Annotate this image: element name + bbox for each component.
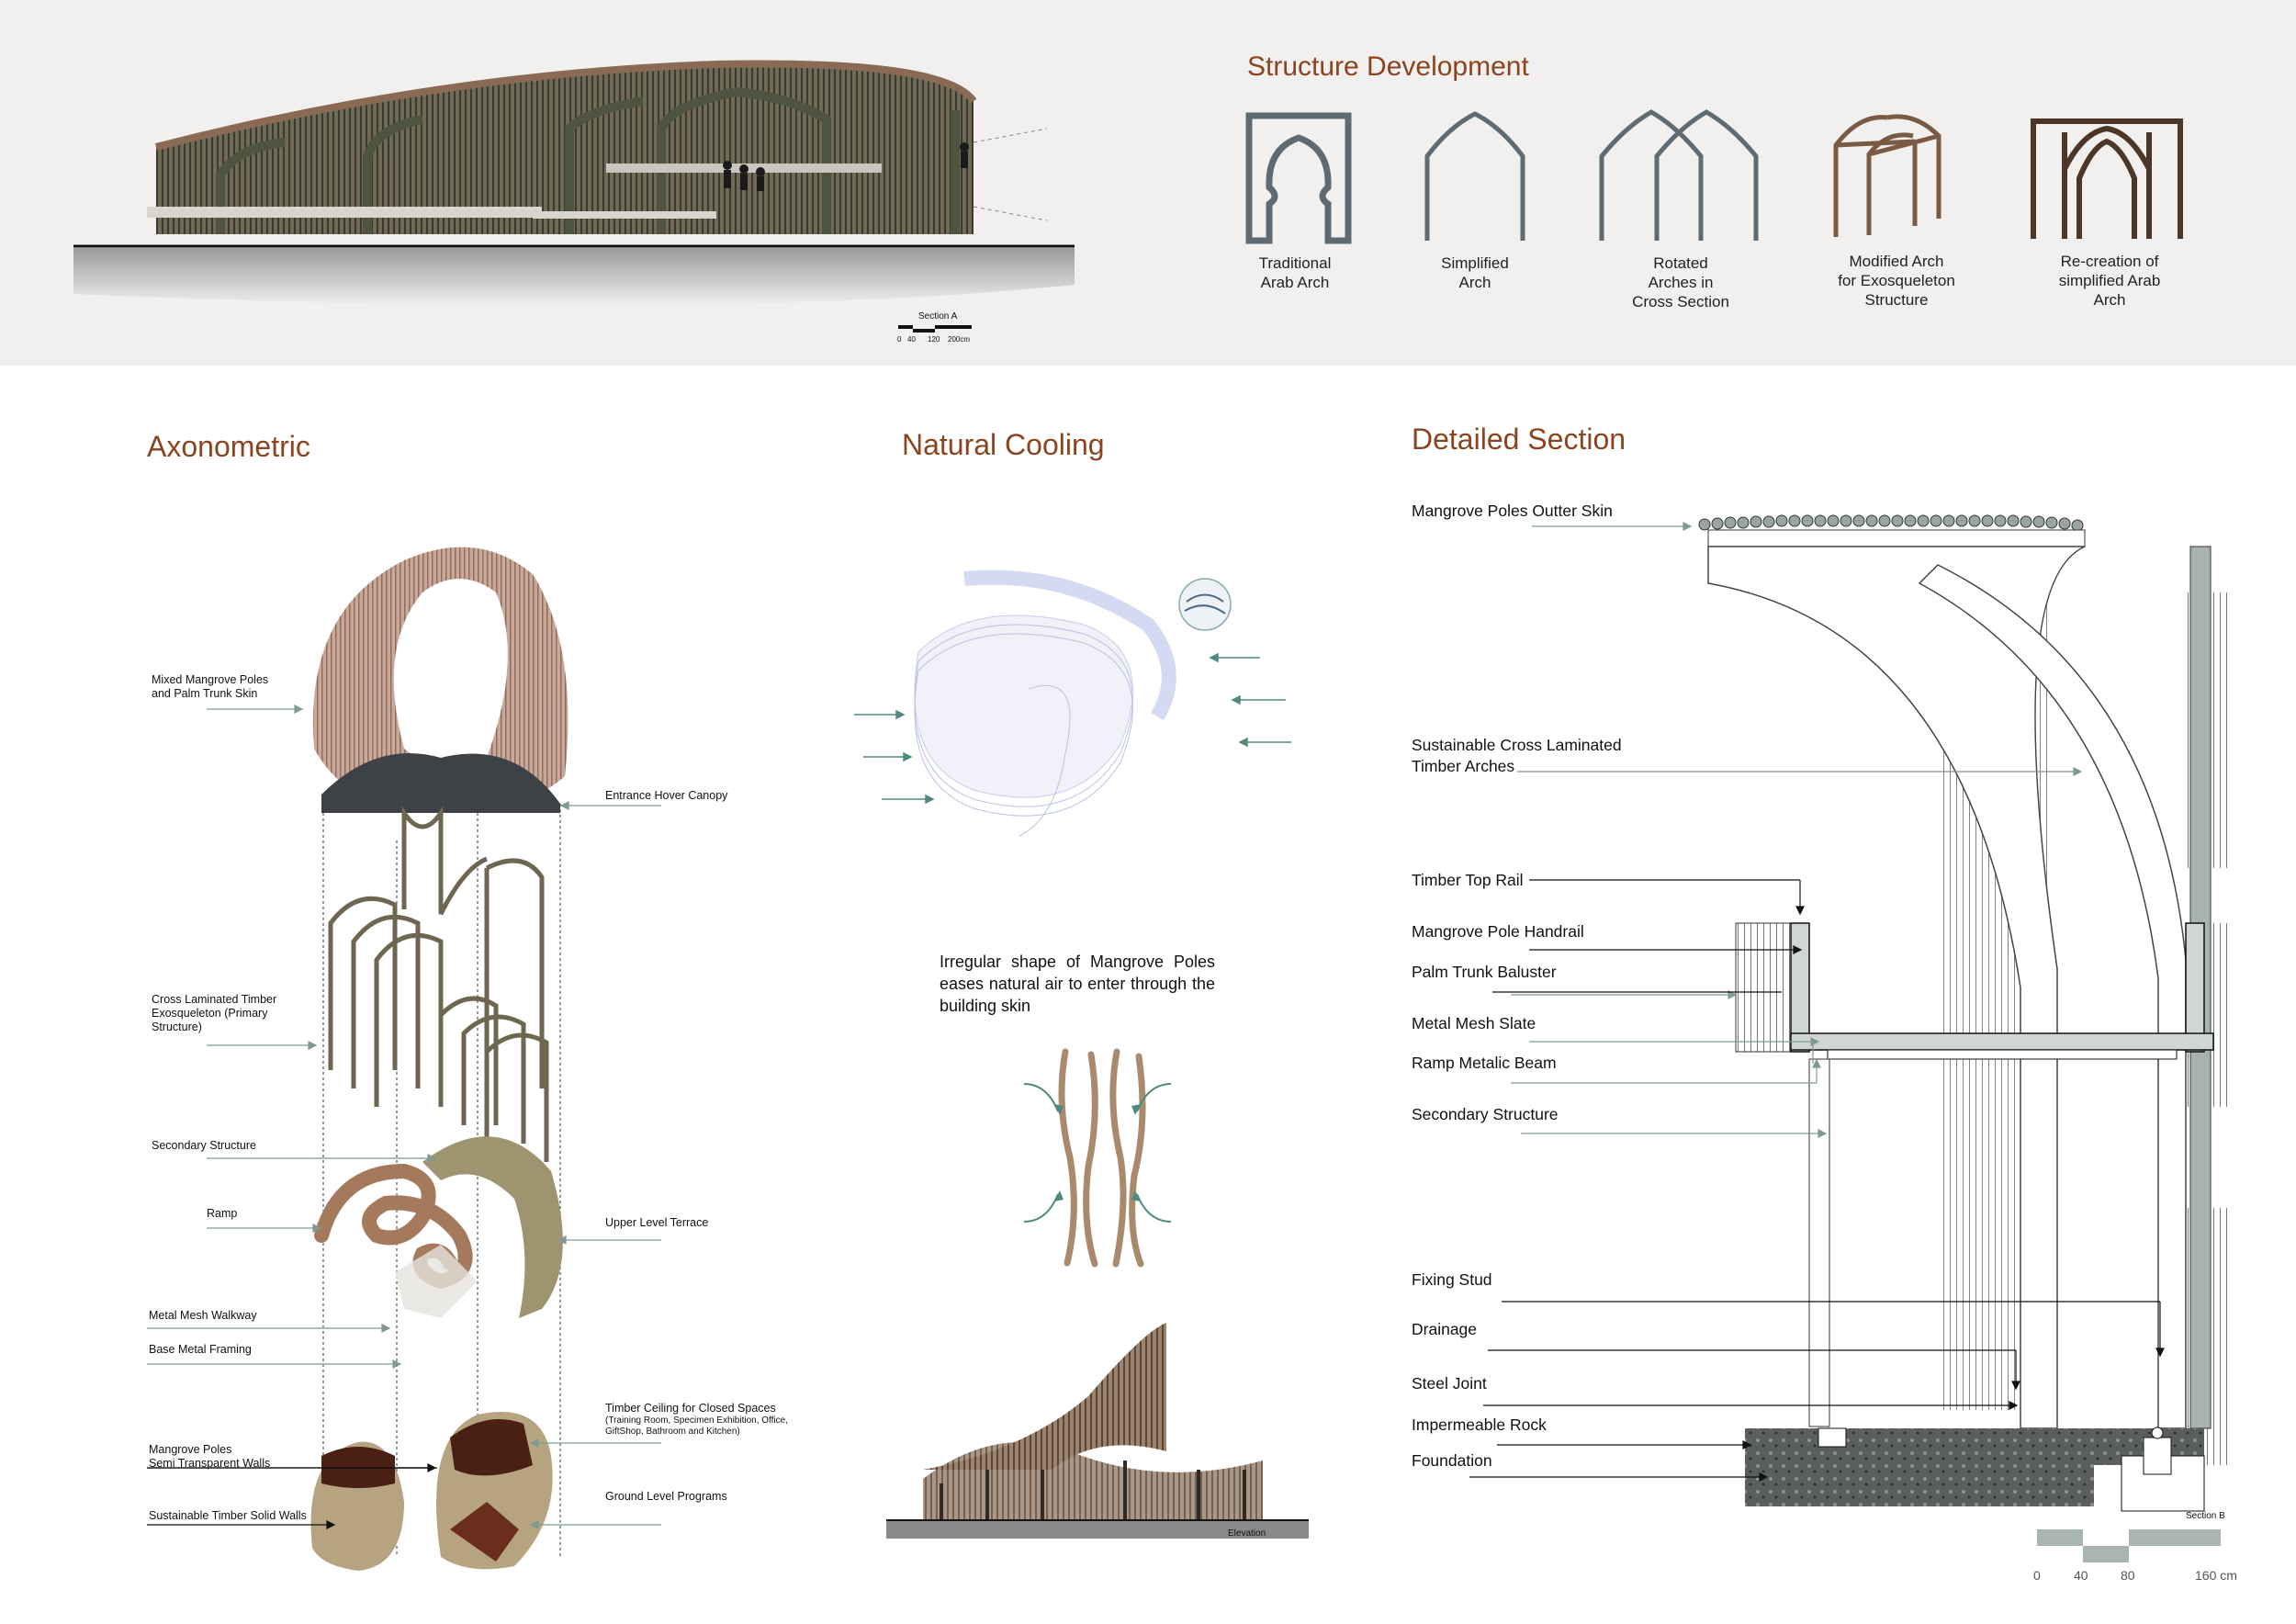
section-b-label: Section B xyxy=(2186,1511,2225,1521)
label-secondary-structure-detail: Secondary Structure xyxy=(1412,1105,1559,1123)
section-b-scale-bar xyxy=(2037,1529,2221,1562)
rotated-arches-icon xyxy=(1599,109,1759,241)
label-walkway: Metal Mesh Walkway xyxy=(149,1309,257,1322)
label-secondary-structure: Secondary Structure xyxy=(152,1139,256,1152)
section-a-scale-200: 200cm xyxy=(948,335,971,344)
elevation-drawing xyxy=(886,1323,1309,1539)
scale-b-40: 40 xyxy=(2074,1568,2088,1583)
detailed-section-drawing xyxy=(1698,514,2227,1512)
recreated-arab-arch-icon xyxy=(2031,118,2183,239)
section-a-scale-120: 120 xyxy=(928,335,940,344)
label-drainage: Drainage xyxy=(1412,1320,1478,1338)
label-fixing-stud: Fixing Stud xyxy=(1412,1270,1492,1289)
structure-development-title: Structure Development xyxy=(1247,51,1529,82)
arch-caption-traditional: Traditional Arab Arch xyxy=(1258,254,1332,291)
section-a-scale-bar xyxy=(898,325,972,333)
scale-b-80: 80 xyxy=(2121,1568,2135,1583)
label-canopy: Entrance Hover Canopy xyxy=(605,789,728,802)
label-top-rail: Timber Top Rail xyxy=(1412,871,1524,889)
label-impermeable-rock: Impermeable Rock xyxy=(1412,1415,1547,1434)
traditional-arab-arch-icon xyxy=(1245,112,1352,244)
arch-caption-rotated: Rotated Arches in Cross Section xyxy=(1632,254,1729,310)
label-base-framing: Base Metal Framing xyxy=(149,1343,252,1356)
elevation-label: Elevation xyxy=(1228,1528,1266,1539)
label-semi-walls: Mangrove Poles Semi Transparent Walls xyxy=(149,1443,271,1470)
label-handrail: Mangrove Pole Handrail xyxy=(1412,922,1584,941)
label-ramp: Ramp xyxy=(207,1207,238,1220)
label-timber-ceiling-sub: (Training Room, Specimen Exhibition, Off… xyxy=(605,1415,788,1437)
section-a-scale-40: 40 xyxy=(907,335,916,344)
section-a-label: Section A xyxy=(918,311,958,321)
arch-caption-simplified: Simplified Arch xyxy=(1441,254,1509,291)
label-timber-ceiling: Timber Ceiling for Closed Spaces (Traini… xyxy=(605,1402,788,1438)
label-clt-arches: Sustainable Cross Laminated Timber Arche… xyxy=(1412,736,1622,775)
label-timber-ceiling-text: Timber Ceiling for Closed Spaces xyxy=(605,1402,776,1415)
axonometric-title: Axonometric xyxy=(147,430,310,463)
scale-b-0: 0 xyxy=(2033,1568,2041,1583)
cooling-airflow-diagram xyxy=(854,570,1291,837)
axonometric-drawing xyxy=(310,547,568,1571)
section-a-scale-0: 0 xyxy=(897,335,902,344)
label-skin: Mixed Mangrove Poles and Palm Trunk Skin xyxy=(152,673,269,700)
label-outer-skin: Mangrove Poles Outter Skin xyxy=(1412,502,1613,520)
label-mesh-slate: Metal Mesh Slate xyxy=(1412,1014,1536,1032)
label-foundation: Foundation xyxy=(1412,1451,1492,1470)
label-baluster: Palm Trunk Baluster xyxy=(1412,963,1557,981)
label-solid-walls: Sustainable Timber Solid Walls xyxy=(149,1509,307,1522)
arch-caption-modified: Modified Arch for Exosqueleton Structure xyxy=(1838,253,1955,309)
label-ground-programs: Ground Level Programs xyxy=(605,1490,727,1503)
simplified-arch-icon xyxy=(1424,111,1525,241)
label-steel-joint: Steel Joint xyxy=(1412,1374,1487,1393)
mangrove-poles-airflow-diagram xyxy=(1023,1048,1172,1268)
label-ramp-beam: Ramp Metalic Beam xyxy=(1412,1054,1557,1072)
scale-b-160: 160 cm xyxy=(2195,1568,2237,1583)
natural-cooling-title: Natural Cooling xyxy=(902,428,1105,461)
modified-arch-exoskeleton-icon xyxy=(1833,114,1941,237)
label-upper-terrace: Upper Level Terrace xyxy=(605,1216,709,1229)
section-a-drawing xyxy=(73,60,1075,306)
arch-caption-recreation: Re-creation of simplified Arab Arch xyxy=(2058,253,2161,309)
cooling-note: Irregular shape of Mangrove Poles eases … xyxy=(940,953,1215,1015)
detailed-section-title: Detailed Section xyxy=(1412,423,1626,456)
label-exoskeleton: Cross Laminated Timber Exosqueleton (Pri… xyxy=(152,993,277,1033)
